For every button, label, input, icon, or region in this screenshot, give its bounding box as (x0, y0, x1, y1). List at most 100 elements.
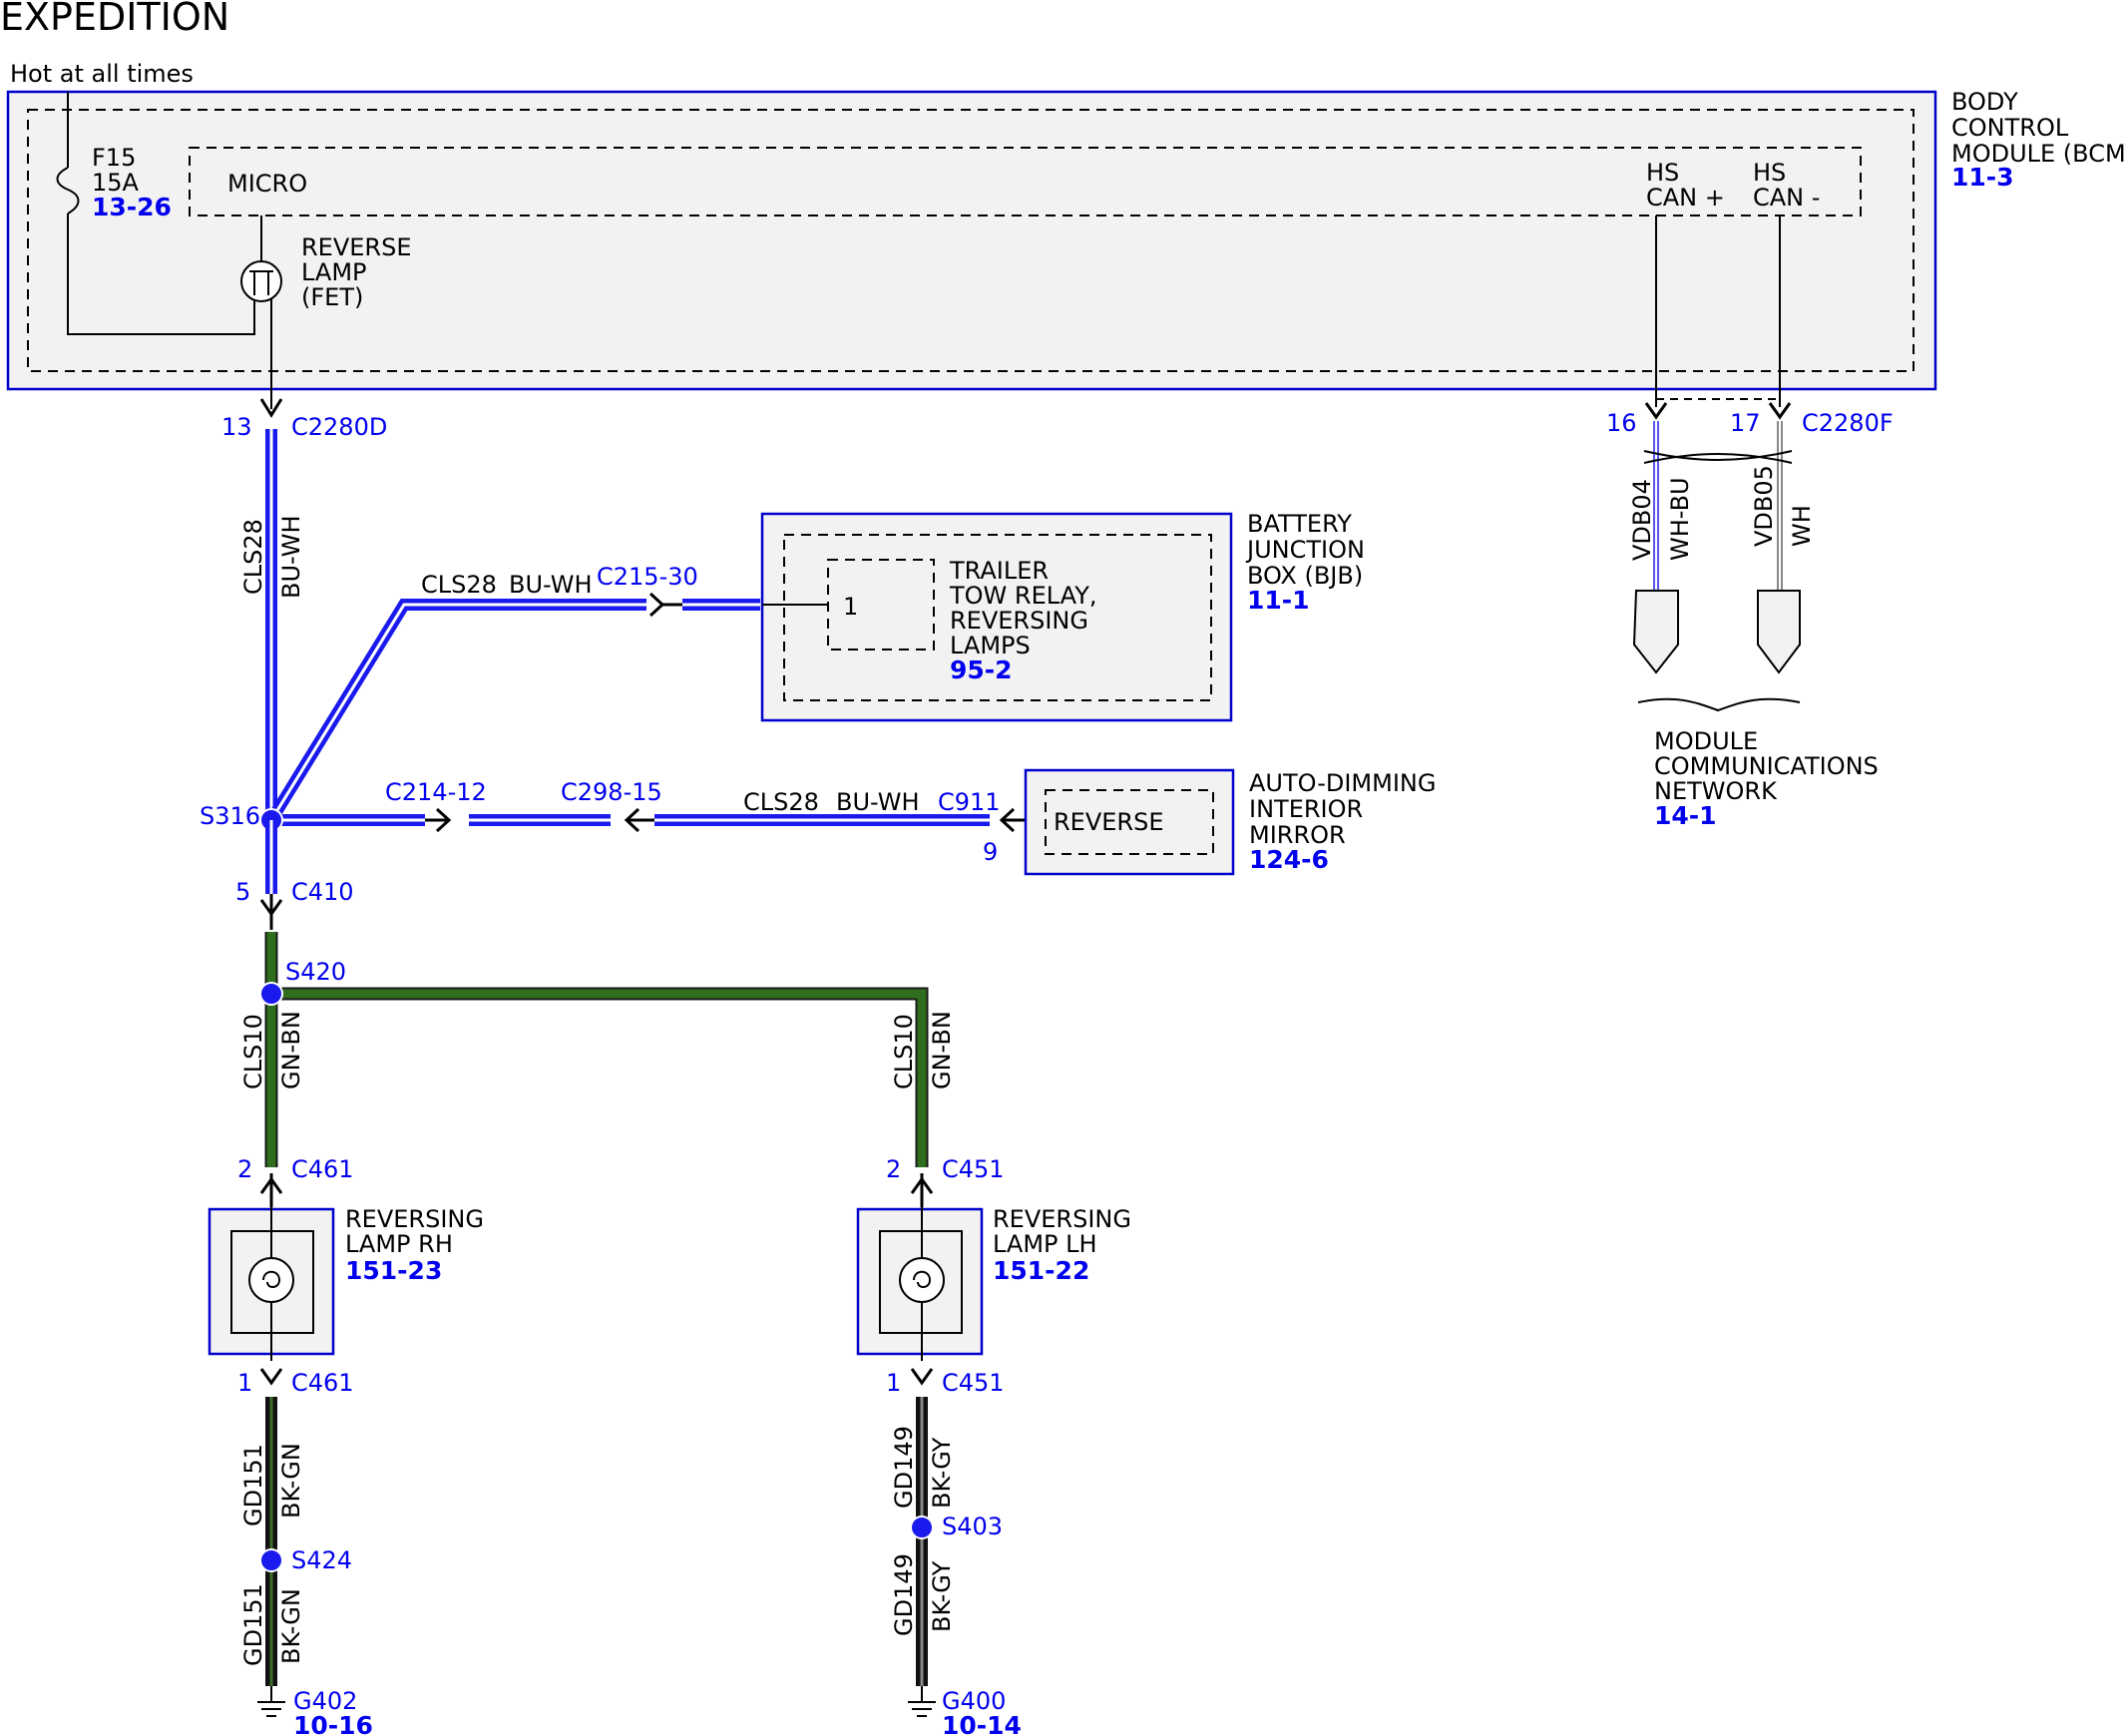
lamp-lh-filament-icon (913, 1270, 932, 1288)
s424-label: S424 (291, 1546, 352, 1574)
c461-bottom-connector-icon (259, 1368, 283, 1386)
s403-label: S403 (942, 1513, 1003, 1540)
bjb-name-line-2: JUNCTION (1245, 536, 1365, 564)
bjb-outer-box (760, 512, 1233, 722)
can-pin-minus: 17 (1730, 409, 1761, 437)
c2280f-connector-icon (1644, 402, 1792, 420)
relay-label-line-2: TOW RELAY, (949, 582, 1097, 610)
lh-ground-color-b: BK-GY (928, 1560, 956, 1632)
bcm-name: BODY CONTROL MODULE (BCM) 11-3 (1951, 88, 2125, 192)
bcm-inner-boundary (27, 109, 1914, 372)
lamp-lh-name-line-1: REVERSING (993, 1205, 1131, 1233)
fet-transistor-glyph-icon (249, 270, 273, 295)
fet-label-line-1: REVERSE (301, 233, 412, 261)
lh-ground-circuit-b: GD149 (890, 1553, 918, 1636)
bjb-wire-color-label: BU-WH (509, 571, 593, 599)
lh-ground-color-a: BK-GY (928, 1437, 956, 1509)
g402-ground-icon (257, 1686, 285, 1717)
relay-label-line-1: TRAILER (949, 557, 1049, 585)
g400-ground-icon (908, 1686, 936, 1717)
wire-cls10-outline (264, 932, 929, 1167)
wire-vdb05-can-minus[interactable] (1777, 421, 1783, 591)
bjb-inner-boundary (783, 534, 1212, 701)
mirror-outer-box (1024, 768, 1235, 876)
wire-cls10-s420-to-lh[interactable] (266, 932, 927, 1167)
c451-top-pin: 2 (886, 1155, 901, 1183)
g400-ref-link[interactable]: 10-14 (942, 1711, 1022, 1736)
can-minus-network-pointer-icon (1757, 590, 1801, 674)
mirror-module[interactable] (1024, 768, 1235, 876)
mirror-wire-circuit-label: CLS28 (743, 788, 819, 816)
rh-ground-circuit-b: GD151 (239, 1583, 267, 1666)
fet-transistor-icon (240, 260, 282, 302)
c461-top-connector-label: C461 (291, 1155, 354, 1183)
g400-label: G400 (942, 1687, 1006, 1715)
reversing-lamp-lh[interactable] (856, 1207, 984, 1361)
s420-splice-icon[interactable] (259, 982, 283, 1006)
g402-label: G402 (293, 1687, 357, 1715)
network-ref-link[interactable]: 14-1 (1654, 801, 1717, 830)
fuse-symbol-icon (56, 167, 80, 215)
lh-feed-color-label: GN-BN (928, 1011, 956, 1089)
vdb05-circuit-label: VDB05 (1750, 465, 1778, 547)
diagram-title: EXPEDITION (0, 0, 229, 39)
bjb-pin-number: 1 (843, 593, 858, 621)
c298-connector-icon (624, 807, 654, 833)
rh-ground-color-b: BK-GN (277, 1588, 305, 1664)
c451-top-connector-label: C451 (942, 1155, 1005, 1183)
network-name-line-3: NETWORK (1654, 777, 1778, 805)
c298-connector-label: C298-15 (561, 778, 662, 806)
bjb-name-line-3: BOX (BJB) (1247, 562, 1363, 590)
s420-label: S420 (285, 958, 346, 986)
rh-ground-circuit-a: GD151 (239, 1444, 267, 1526)
mirror-ref-link[interactable]: 124-6 (1249, 845, 1329, 874)
can-bus-internal-wires (1655, 216, 1781, 407)
c461-bottom-pin: 1 (237, 1369, 252, 1397)
lamp-rh-name-line-2: LAMP RH (345, 1230, 453, 1258)
can-plus-network-pointer-icon (1632, 590, 1679, 674)
hs-can-plus-line-2: CAN + (1646, 184, 1725, 212)
c451-bottom-connector-label: C451 (942, 1369, 1005, 1397)
fuse-ref-link[interactable]: 13-26 (92, 193, 172, 221)
wire-cls28-color-label: BU-WH (277, 516, 305, 600)
wire-vdb04-can-plus[interactable] (1653, 421, 1659, 591)
wire-cls28-s316-to-bjb[interactable] (265, 599, 760, 824)
s424-splice-icon[interactable] (259, 1548, 283, 1572)
wire-cls28-circuit-label: CLS28 (239, 519, 267, 595)
mirror-name-line-2: INTERIOR (1249, 795, 1363, 823)
lamp-lh-ref-link[interactable]: 151-22 (993, 1256, 1089, 1285)
c2280f-connector-label: C2280F (1802, 409, 1894, 437)
s403-splice-icon[interactable] (910, 1516, 934, 1539)
network-name-line-1: MODULE (1654, 727, 1758, 755)
bjb-name-line-1: BATTERY (1247, 510, 1352, 538)
lamp-rh-ref-link[interactable]: 151-23 (345, 1256, 442, 1285)
g402-ref-link[interactable]: 10-16 (293, 1711, 373, 1736)
c461-top-pin: 2 (237, 1155, 252, 1183)
bjb-module[interactable] (760, 512, 1233, 722)
fuse-id: F15 (92, 144, 136, 172)
hs-can-minus-line-2: CAN - (1753, 184, 1820, 212)
rh-feed-color-label: GN-BN (277, 1011, 305, 1089)
twisted-pair-icon (1643, 450, 1793, 464)
reversing-lamp-rh[interactable] (208, 1207, 335, 1361)
lamp-rh-bulb-icon (248, 1257, 294, 1303)
c410-connector-icon (259, 894, 283, 930)
mirror-wire-color-label: BU-WH (836, 788, 920, 816)
bjb-ref-link[interactable]: 11-1 (1247, 586, 1310, 615)
network-name-line-2: COMMUNICATIONS (1654, 752, 1879, 780)
c451-top-connector-icon (910, 1173, 934, 1207)
relay-label-line-4: LAMPS (950, 632, 1031, 659)
c410-connector-label: C410 (291, 878, 354, 906)
c461-bottom-connector-label: C461 (291, 1369, 354, 1397)
c461-top-connector-icon (259, 1173, 283, 1207)
bcm-module[interactable] (6, 90, 1937, 391)
bcm-ref-link[interactable]: 11-3 (1951, 163, 2014, 192)
vdb05-color-label: WH (1788, 505, 1816, 547)
relay-label-line-3: REVERSING (950, 607, 1088, 635)
vdb04-color-label: WH-BU (1666, 477, 1694, 561)
c451-bottom-connector-icon (910, 1368, 934, 1386)
relay-ref-link[interactable]: 95-2 (950, 655, 1013, 684)
wire-stripe-cls28-bjb (269, 603, 760, 821)
vdb04-circuit-label: VDB04 (1628, 479, 1656, 561)
